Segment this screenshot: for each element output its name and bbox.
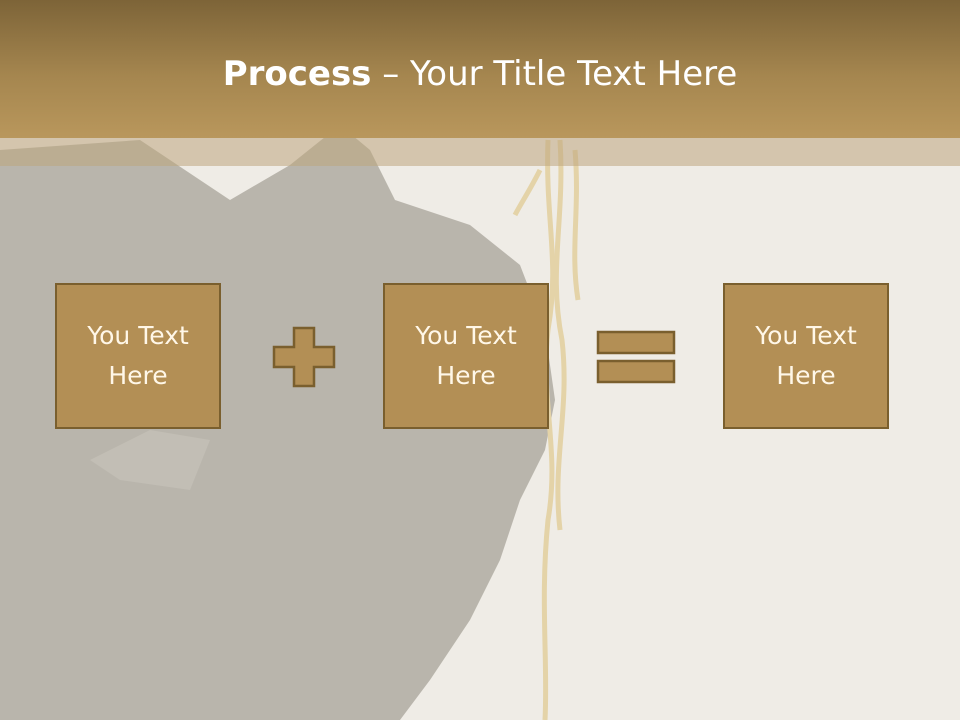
title-bold: Process	[222, 54, 372, 94]
process-box-2: You Text Here	[383, 283, 549, 429]
cat-silhouette	[0, 125, 555, 720]
process-box-3: You Text Here	[723, 283, 889, 429]
plus-icon	[272, 326, 336, 388]
title-bar-band	[0, 138, 960, 166]
process-box-1-text: You Text Here	[87, 321, 189, 390]
slide-title: Process – Your Title Text Here	[0, 52, 960, 96]
equals-icon	[596, 330, 676, 384]
process-box-1: You Text Here	[55, 283, 221, 429]
spaghetti	[512, 139, 581, 720]
process-box-2-text: You Text Here	[415, 321, 517, 390]
title-bar	[0, 0, 960, 138]
process-box-3-text: You Text Here	[755, 321, 857, 390]
title-rest: – Your Title Text Here	[371, 54, 738, 94]
